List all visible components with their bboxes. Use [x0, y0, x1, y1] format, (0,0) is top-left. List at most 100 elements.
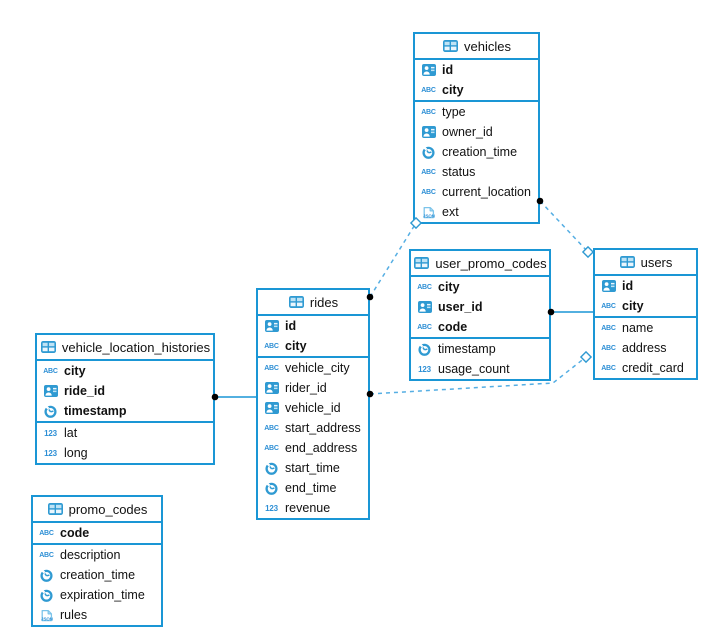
fields-section: ABC description creation_time expiration_ti…: [33, 543, 161, 625]
field-row-status[interactable]: ABC status: [415, 162, 538, 182]
person-icon: [263, 402, 280, 414]
json-icon: JSON: [420, 206, 437, 219]
field-name: end_address: [285, 441, 358, 455]
table-header-vehicles[interactable]: vehicles: [415, 34, 538, 60]
field-row-timestamp[interactable]: timestamp: [37, 401, 213, 421]
table-header-user_promo_codes[interactable]: user_promo_codes: [411, 251, 549, 277]
field-name: end_time: [285, 481, 337, 495]
field-name: status: [442, 165, 476, 179]
field-name: creation_time: [60, 568, 136, 582]
field-name: current_location: [442, 185, 531, 199]
field-name: vehicle_city: [285, 361, 350, 375]
field-row-vehicle_id[interactable]: vehicle_id: [258, 398, 368, 418]
table-title: promo_codes: [68, 501, 148, 517]
field-row-timestamp[interactable]: timestamp: [411, 339, 549, 359]
table-icon: [288, 296, 305, 308]
field-row-id[interactable]: id: [258, 316, 368, 336]
text-icon: ABC: [264, 364, 279, 372]
field-row-id[interactable]: id: [415, 60, 538, 80]
table-header-users[interactable]: users: [595, 250, 696, 276]
field-row-end_time[interactable]: end_time: [258, 478, 368, 498]
field-name: ext: [442, 205, 459, 219]
clock-icon: [420, 146, 437, 159]
text-icon: ABC: [421, 188, 436, 196]
field-name: rules: [60, 608, 88, 622]
text-icon: ABC: [421, 86, 436, 94]
field-name: start_time: [285, 461, 340, 475]
field-row-description[interactable]: ABC description: [33, 545, 161, 565]
text-icon: ABC: [601, 364, 616, 372]
field-row-owner_id[interactable]: owner_id: [415, 122, 538, 142]
field-row-creation_time[interactable]: creation_time: [33, 565, 161, 585]
field-row-id[interactable]: id: [595, 276, 696, 296]
field-name: id: [285, 319, 297, 333]
field-row-rules[interactable]: JSON rules: [33, 605, 161, 625]
field-row-creation_time[interactable]: creation_time: [415, 142, 538, 162]
field-row-credit_card[interactable]: ABC credit_card: [595, 358, 696, 378]
clock-icon: [38, 569, 55, 582]
text-icon: ABC: [421, 168, 436, 176]
relationship-diamond-marker: [579, 350, 593, 364]
table-title: rides: [309, 294, 339, 310]
text-icon: ABC: [39, 551, 54, 559]
field-name: vehicle_id: [285, 401, 341, 415]
field-name: description: [60, 548, 121, 562]
text-icon: ABC: [264, 342, 279, 350]
field-row-vehicle_city[interactable]: ABC vehicle_city: [258, 358, 368, 378]
relationship-diamond-marker: [581, 245, 595, 259]
table-icon: [40, 341, 57, 353]
table-header-rides[interactable]: rides: [258, 290, 368, 316]
field-row-ride_id[interactable]: ride_id: [37, 381, 213, 401]
field-name: rider_id: [285, 381, 327, 395]
clock-icon: [42, 405, 59, 418]
text-icon: ABC: [601, 344, 616, 352]
field-name: expiration_time: [60, 588, 145, 602]
field-name: ride_id: [64, 384, 105, 398]
person-icon: [416, 301, 433, 313]
field-name: lat: [64, 426, 78, 440]
field-name: code: [438, 320, 468, 334]
table-header-vehicle_location_histories[interactable]: vehicle_location_histories: [37, 335, 213, 361]
field-row-start_time[interactable]: start_time: [258, 458, 368, 478]
relationship-vehicle_location_histories-rides: [211, 393, 256, 401]
person-icon: [420, 126, 437, 138]
field-row-ext[interactable]: JSON ext: [415, 202, 538, 222]
json-icon: JSON: [38, 609, 55, 622]
text-icon: ABC: [417, 283, 432, 291]
table-header-promo_codes[interactable]: promo_codes: [33, 497, 161, 523]
field-row-rider_id[interactable]: rider_id: [258, 378, 368, 398]
field-row-current_location[interactable]: ABC current_location: [415, 182, 538, 202]
field-row-expiration_time[interactable]: expiration_time: [33, 585, 161, 605]
field-row-user_id[interactable]: user_id: [411, 297, 549, 317]
field-name: credit_card: [622, 361, 684, 375]
field-name: code: [60, 526, 90, 540]
